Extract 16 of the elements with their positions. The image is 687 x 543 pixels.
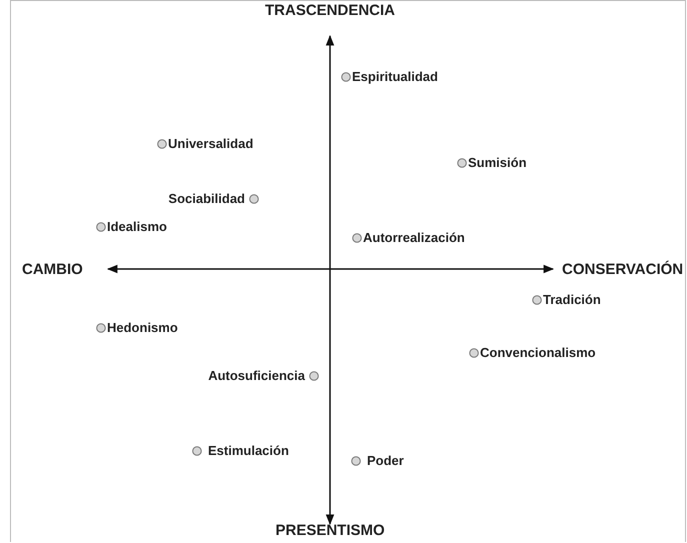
point-label: Sumisión (468, 155, 527, 171)
point-label: Convencionalismo (480, 345, 596, 361)
point-label: Espiritualidad (352, 69, 438, 85)
point-label: Autorrealización (363, 230, 465, 246)
point-label: Tradición (543, 292, 601, 308)
point-label: Autosuficiencia (208, 368, 305, 384)
point-label: Idealismo (107, 219, 167, 235)
axis-title: CAMBIO (22, 261, 83, 279)
axis-title: TRASCENDENCIA (265, 2, 396, 20)
point-label: Poder (367, 453, 404, 469)
point-label: Sociabilidad (168, 191, 245, 207)
axis-title: CONSERVACIÓN (562, 261, 684, 279)
point-label: Hedonismo (107, 320, 178, 336)
point-label: Universalidad (168, 136, 254, 152)
axis-title: PRESENTISMO (276, 522, 385, 540)
point-label: Estimulación (208, 443, 289, 459)
